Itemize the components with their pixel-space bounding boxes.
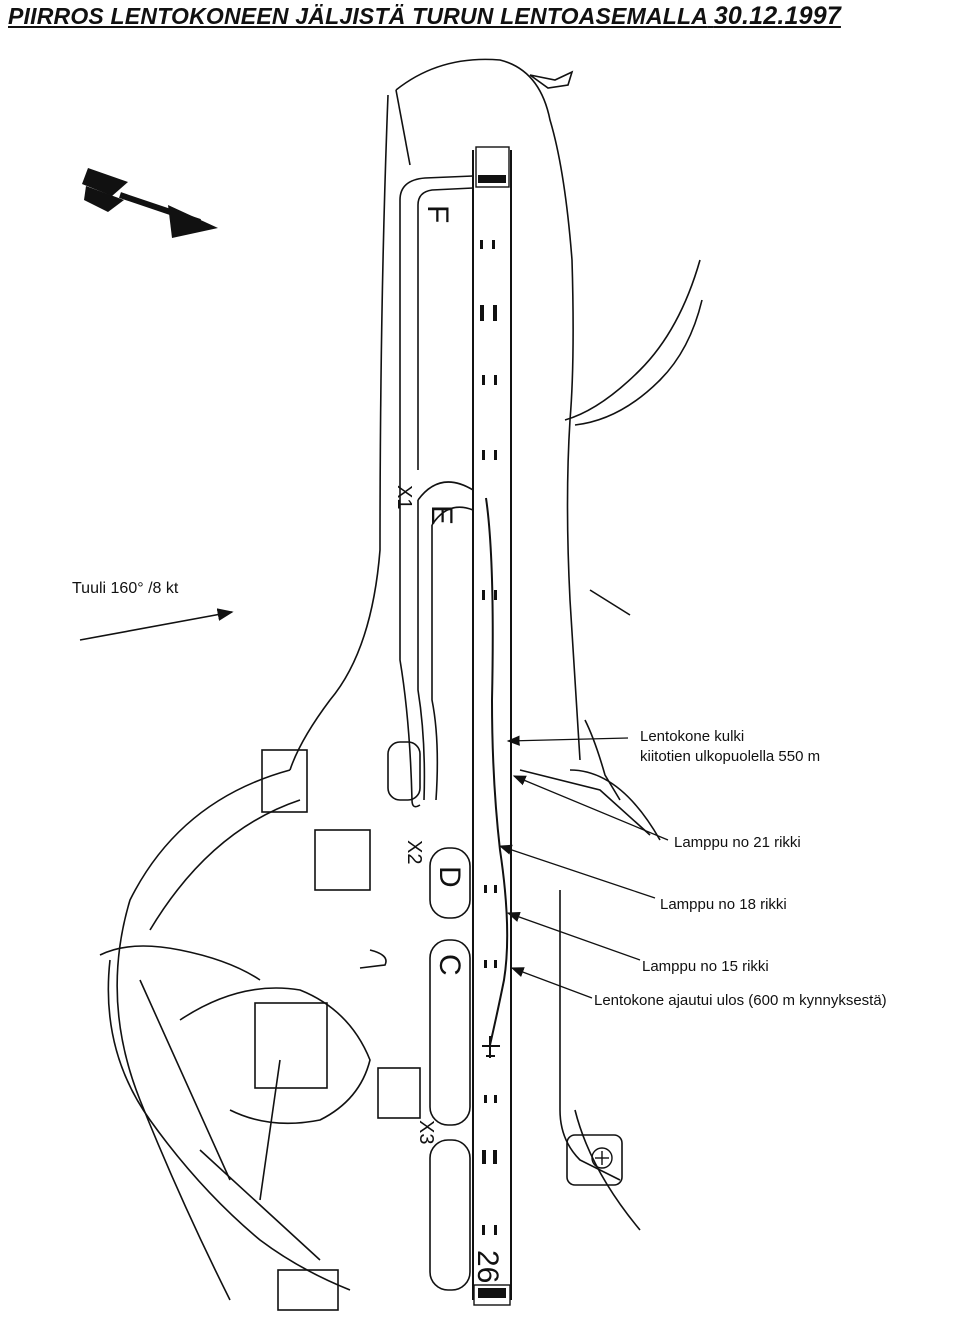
title-text: PIIRROS LENTOKONEEN JÄLJISTÄ TURUN LENTO… — [8, 3, 708, 29]
title-date: 30.12.1997 — [713, 2, 841, 30]
wind-label: Tuuli 160° /8 kt — [72, 580, 179, 597]
helipad-icon — [591, 1147, 613, 1169]
taxiway-c-label: C — [433, 954, 466, 976]
wind-arrow-icon — [79, 608, 234, 641]
taxiway-d-label: D — [433, 866, 466, 888]
aircraft-icon — [482, 1036, 500, 1058]
north-arrow-icon — [82, 168, 218, 238]
airfield-outline — [99, 58, 703, 1311]
taxiway-x2-label: X2 — [403, 840, 425, 864]
taxiway-e-label: E — [425, 505, 458, 525]
path-label-2: kiitotien ulkopuolella 550 m — [640, 748, 821, 765]
annotation-arrows — [498, 735, 669, 999]
page-title: PIIRROS LENTOKONEEN JÄLJISTÄ TURUN LENTO… — [8, 2, 841, 31]
lamp-18-label: Lamppu no 18 rikki — [660, 896, 787, 913]
runway-lights — [478, 175, 506, 1298]
taxiway-f-label: F — [421, 205, 454, 223]
runway-26-label: 26 — [471, 1250, 504, 1283]
lamp-15-label: Lamppu no 15 rikki — [642, 958, 769, 975]
path-label-1: Lentokone kulki — [640, 728, 745, 745]
exit-label: Lentokone ajautui ulos (600 m kynnyksest… — [594, 992, 887, 1009]
taxiway-x1-label: X1 — [393, 485, 415, 509]
taxiway-x3-label: X3 — [415, 1120, 437, 1144]
lamp-21-label: Lamppu no 21 rikki — [674, 834, 801, 851]
